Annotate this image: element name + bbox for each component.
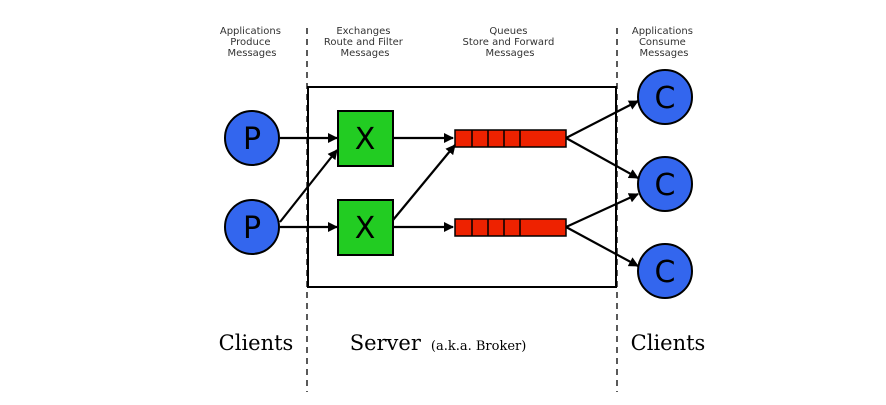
server-label: Server (a.k.a. Broker) xyxy=(350,331,527,355)
producers-header-line: Messages xyxy=(227,48,276,59)
exchanges-header-line: Route and Filter xyxy=(324,37,404,48)
consumers-header-line: Consume xyxy=(639,37,686,48)
edge-q1-c1 xyxy=(565,100,639,139)
consumer-label: C xyxy=(655,255,676,290)
producers-header-line: Applications xyxy=(220,26,281,37)
queue-body xyxy=(454,218,567,237)
exchange-label: X xyxy=(355,211,376,246)
consumer-circle xyxy=(637,156,693,212)
edge-q2-c3 xyxy=(565,226,639,267)
consumer-circle xyxy=(637,243,693,299)
exchange-node: X xyxy=(337,199,394,256)
exchange-box xyxy=(337,110,394,167)
queue-body xyxy=(454,129,567,148)
exchange-label: X xyxy=(355,122,376,157)
exchanges-header-line: Exchanges xyxy=(336,26,390,37)
exchanges-header: Exchanges Route and Filter Messages xyxy=(324,26,406,59)
queue xyxy=(454,218,567,237)
server-label-note: (a.k.a. Broker) xyxy=(431,339,526,354)
consumers-header-line: Applications xyxy=(632,26,693,37)
consumer-circle xyxy=(637,69,693,125)
exchange-box xyxy=(337,199,394,256)
producer-circle xyxy=(224,110,280,166)
queues-header-line: Store and Forward xyxy=(462,37,554,48)
clients-left-label: Clients xyxy=(219,331,294,355)
consumers-header-line: Messages xyxy=(639,48,688,59)
edge-q1-c2 xyxy=(565,137,639,179)
consumer-node: C xyxy=(637,156,693,212)
producer-label: P xyxy=(243,211,261,246)
queue xyxy=(454,129,567,148)
exchanges-header-line: Messages xyxy=(340,48,389,59)
consumer-label: C xyxy=(655,81,676,116)
consumer-label: C xyxy=(655,168,676,203)
queues-header-line: Queues xyxy=(489,26,527,37)
edge-x2-q1 xyxy=(392,144,456,221)
server-label-text: Server xyxy=(350,331,422,355)
producers-header: Applications Produce Messages xyxy=(220,26,284,59)
producers-header-line: Produce xyxy=(230,37,270,48)
edge-q2-c2 xyxy=(565,193,639,228)
producer-circle xyxy=(224,199,280,255)
consumer-node: C xyxy=(637,69,693,125)
exchange-node: X xyxy=(337,110,394,167)
producer-label: P xyxy=(243,122,261,157)
producer-node: P xyxy=(224,199,280,255)
consumer-node: C xyxy=(637,243,693,299)
producer-node: P xyxy=(224,110,280,166)
edge-p2-x1 xyxy=(279,149,338,223)
queues-header-line: Messages xyxy=(485,48,534,59)
queues-header: Queues Store and Forward Messages xyxy=(462,26,557,59)
consumers-header: Applications Consume Messages xyxy=(632,26,696,59)
clients-right-label: Clients xyxy=(631,331,706,355)
